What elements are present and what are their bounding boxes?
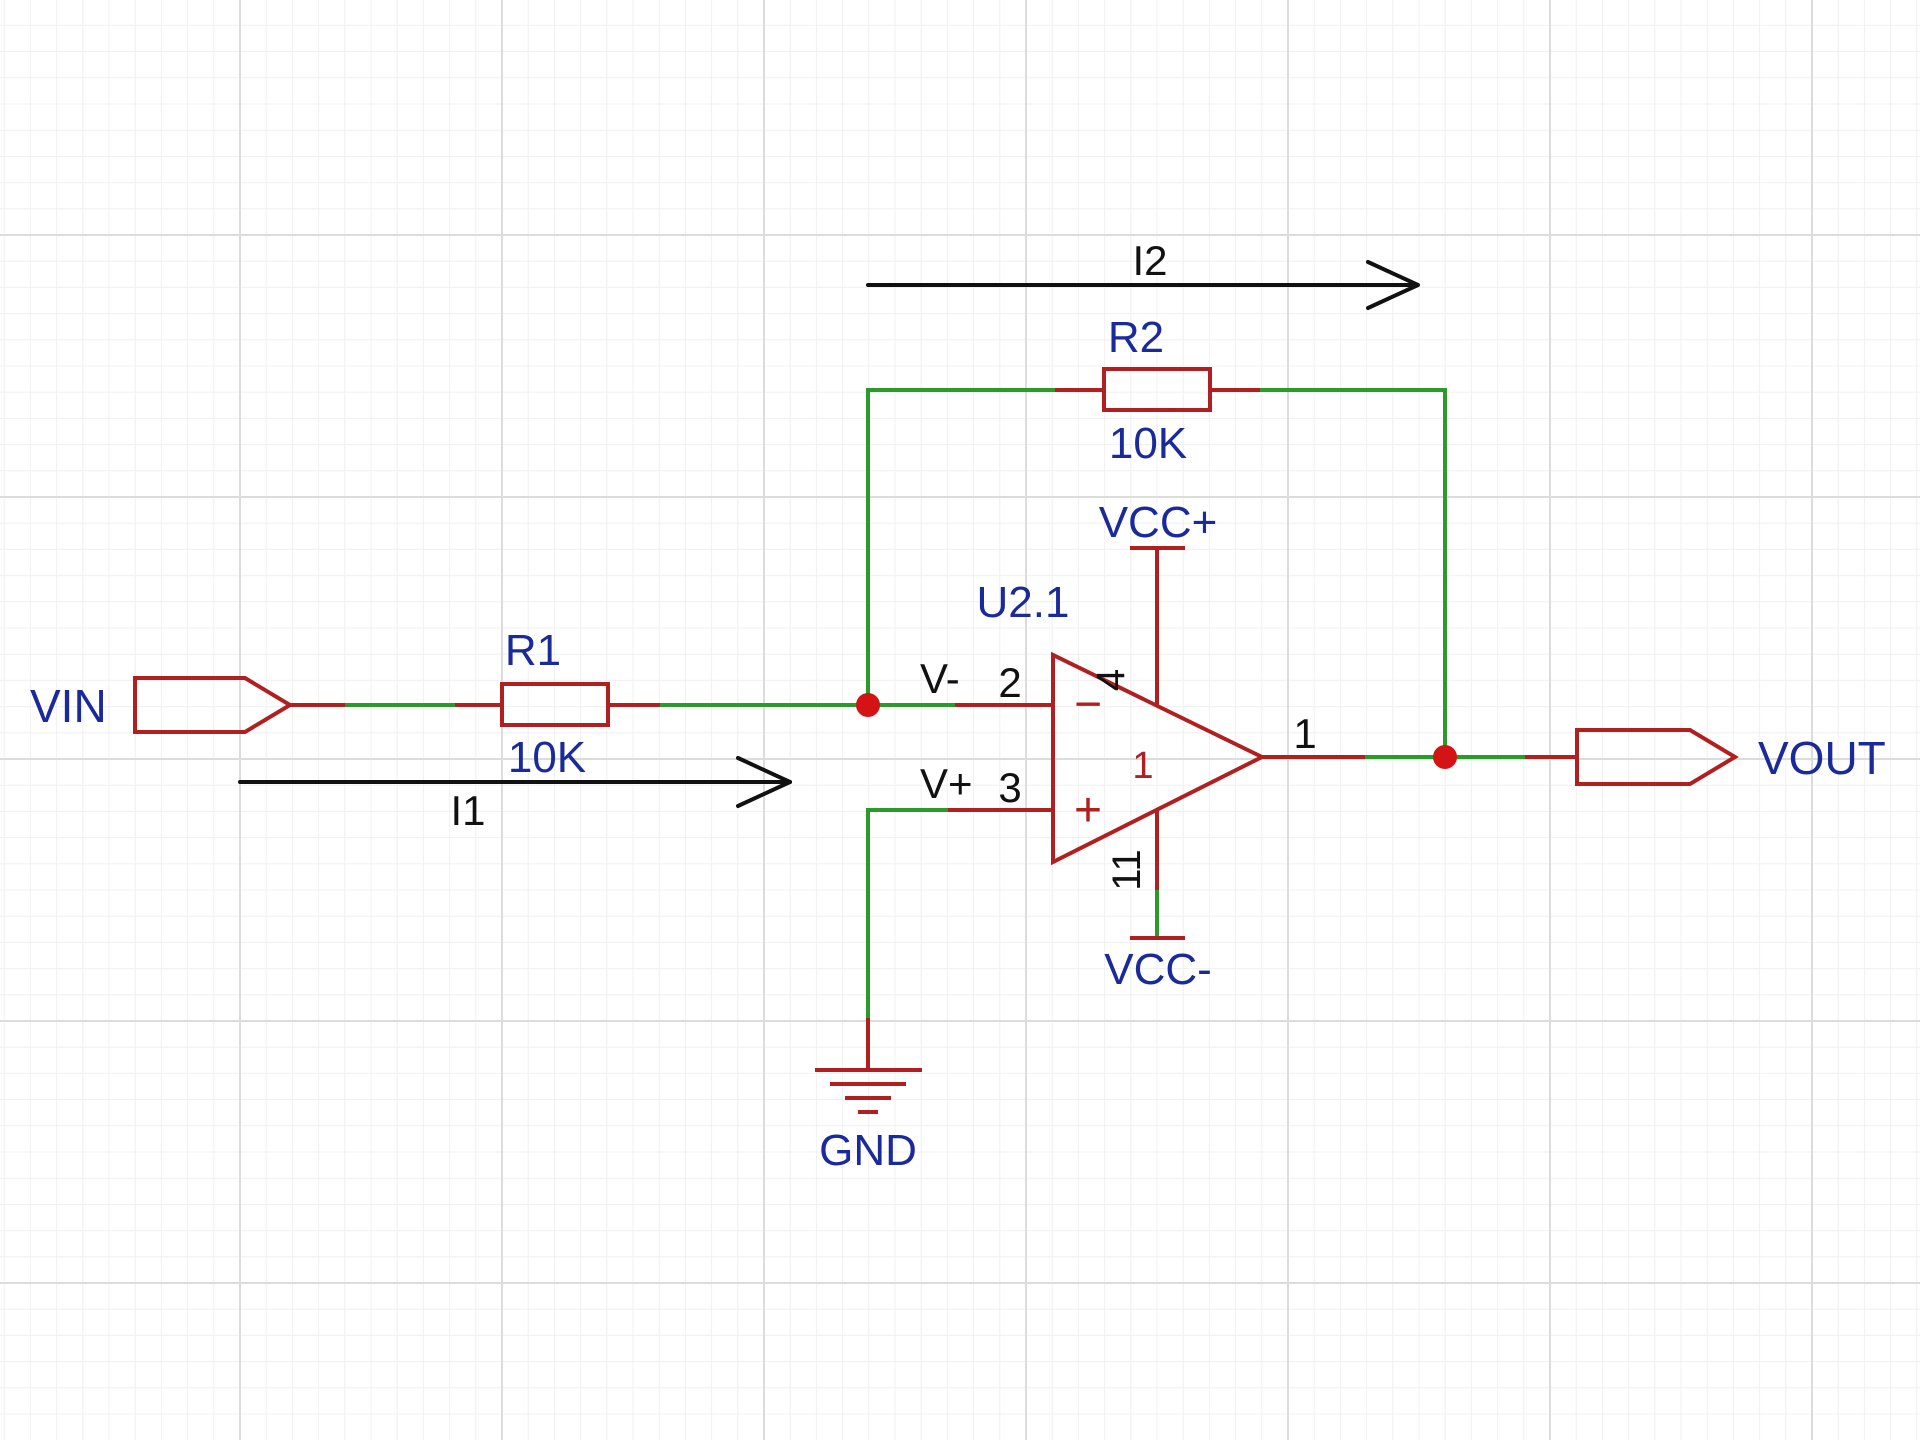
opamp-unit-label: 1: [1132, 745, 1153, 787]
components: [133, 367, 1739, 1114]
pin-inv-name: V-: [920, 655, 960, 702]
r1-value-label: 10K: [508, 733, 586, 782]
arrow-i2-head: [1366, 260, 1420, 310]
r2-value-label: 10K: [1109, 419, 1187, 468]
pin-inv-number: 2: [998, 659, 1021, 706]
wires: [343, 388, 1527, 1020]
wire-feedback-right[interactable]: [1258, 388, 1447, 759]
wire-feedback[interactable]: [866, 388, 1057, 707]
current-i2-label: I2: [1132, 237, 1167, 284]
pin-vneg-number: 11: [1105, 849, 1149, 891]
junction-inverting-node[interactable]: [856, 693, 880, 717]
r1-ref-label: R1: [505, 626, 561, 675]
current-i1-label: I1: [450, 787, 485, 834]
pin-noninv-name: V+: [920, 760, 973, 807]
pin-out-number: 1: [1293, 710, 1316, 757]
opamp-body[interactable]: [1051, 651, 1267, 866]
current-arrows: [238, 260, 1420, 808]
vout-port-symbol[interactable]: [1575, 728, 1739, 786]
wire-noninv-gnd[interactable]: [866, 808, 950, 1020]
opamp-minus-sign: −: [1074, 678, 1102, 731]
opamp-ref-label: U2.1: [977, 578, 1070, 627]
vcc-neg-label: VCC-: [1104, 945, 1212, 994]
pin-vpos-number: 4: [1089, 669, 1133, 691]
vcc-pos-label: VCC+: [1099, 498, 1218, 547]
vin-port-symbol[interactable]: [133, 676, 294, 734]
r2-ref-label: R2: [1108, 313, 1164, 362]
vin-label: VIN: [30, 680, 107, 732]
gnd-label: GND: [819, 1126, 917, 1175]
vout-label: VOUT: [1758, 732, 1886, 784]
pin-noninv-number: 3: [998, 764, 1021, 811]
arrow-i1-head: [736, 756, 792, 808]
junction-output-node[interactable]: [1433, 745, 1457, 769]
opamp-plus-sign: +: [1074, 784, 1102, 837]
